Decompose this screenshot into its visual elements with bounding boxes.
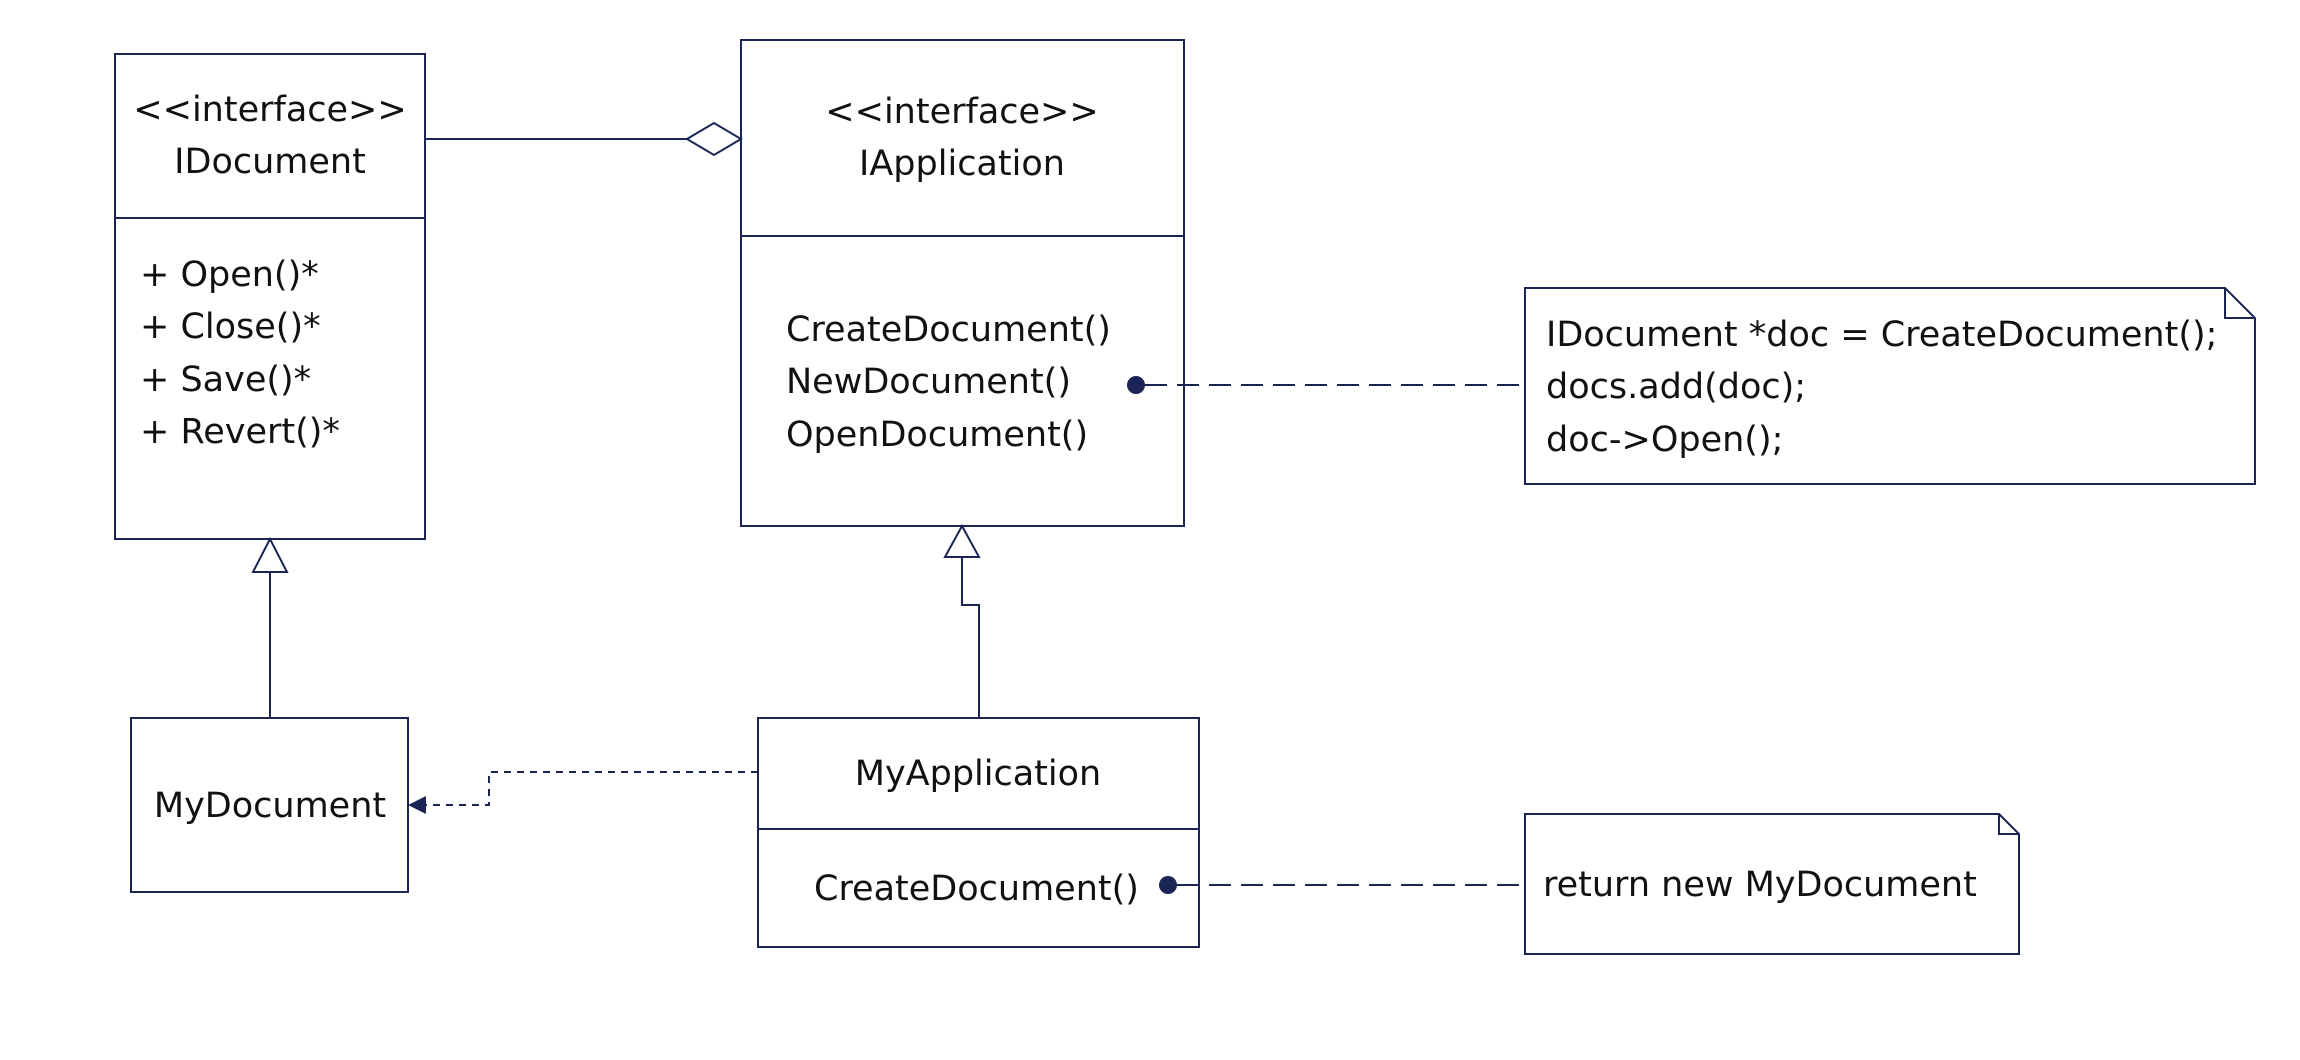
generalization-arrowhead xyxy=(251,536,289,573)
class-iapplication-method-createdocument: CreateDocument() xyxy=(786,310,1111,350)
note-anchor-dot xyxy=(1159,876,1177,894)
class-idocument-method-open: + Open()* xyxy=(140,255,319,295)
class-mydocument[interactable]: MyDocument xyxy=(130,717,409,893)
class-myapplication-method-createdocument: CreateDocument() xyxy=(814,869,1139,909)
class-idocument-method-close: + Close()* xyxy=(140,307,321,347)
aggregation-diamond xyxy=(685,121,743,157)
note-newdocument-line-1: IDocument *doc = CreateDocument(); xyxy=(1546,315,2217,355)
class-iapplication-method-opendocument: OpenDocument() xyxy=(786,415,1088,455)
note-newdocument[interactable]: IDocument *doc = CreateDocument(); docs.… xyxy=(1524,287,2256,485)
class-iapplication-name: IApplication xyxy=(859,144,1065,184)
note-newdocument-line-3: doc->Open(); xyxy=(1546,420,1783,460)
dependency-arrowhead xyxy=(408,796,426,814)
class-iapplication-method-newdocument: NewDocument() xyxy=(786,362,1071,402)
dependency-myapplication-mydocument xyxy=(408,771,758,814)
dependency-line xyxy=(426,771,758,806)
class-idocument-box xyxy=(114,53,426,540)
class-mydocument-name: MyDocument xyxy=(154,786,386,826)
note-createdocument-line-1: return new MyDocument xyxy=(1543,865,1977,905)
class-idocument[interactable]: <<interface>> IDocument + Open()* + Clos… xyxy=(114,53,426,540)
note-createdocument-fold xyxy=(1998,814,2019,835)
class-iapplication[interactable]: <<interface>> IApplication CreateDocumen… xyxy=(740,39,1185,527)
class-idocument-stereotype: <<interface>> xyxy=(133,90,406,130)
class-mydocument-box xyxy=(130,717,409,893)
class-iapplication-stereotype: <<interface>> xyxy=(825,92,1098,132)
note-createdocument-body xyxy=(1524,813,2020,955)
generalization-mydocument-idocument xyxy=(251,536,289,718)
class-myapplication[interactable]: MyApplication CreateDocument() xyxy=(757,717,1200,948)
class-idocument-name: IDocument xyxy=(174,142,366,182)
class-idocument-method-save: + Save()* xyxy=(140,360,311,400)
generalization-arrowhead xyxy=(943,523,981,558)
generalization-line xyxy=(961,557,980,718)
aggregation-idocument-iapplication xyxy=(425,121,743,157)
class-myapplication-box xyxy=(757,717,1200,948)
generalization-myapplication-iapplication xyxy=(943,523,981,718)
note-createdocument[interactable]: return new MyDocument xyxy=(1524,813,2020,955)
note-newdocument-body xyxy=(1524,287,2256,485)
note-newdocument-line-2: docs.add(doc); xyxy=(1546,367,1806,407)
class-idocument-method-revert: + Revert()* xyxy=(140,412,340,452)
note-anchor-dot xyxy=(1127,376,1145,394)
note-anchor-newdocument xyxy=(1127,376,1525,394)
class-iapplication-box xyxy=(740,39,1185,527)
note-newdocument-fold xyxy=(2224,288,2255,319)
note-anchor-createdocument xyxy=(1159,876,1525,894)
class-myapplication-name: MyApplication xyxy=(855,754,1101,794)
